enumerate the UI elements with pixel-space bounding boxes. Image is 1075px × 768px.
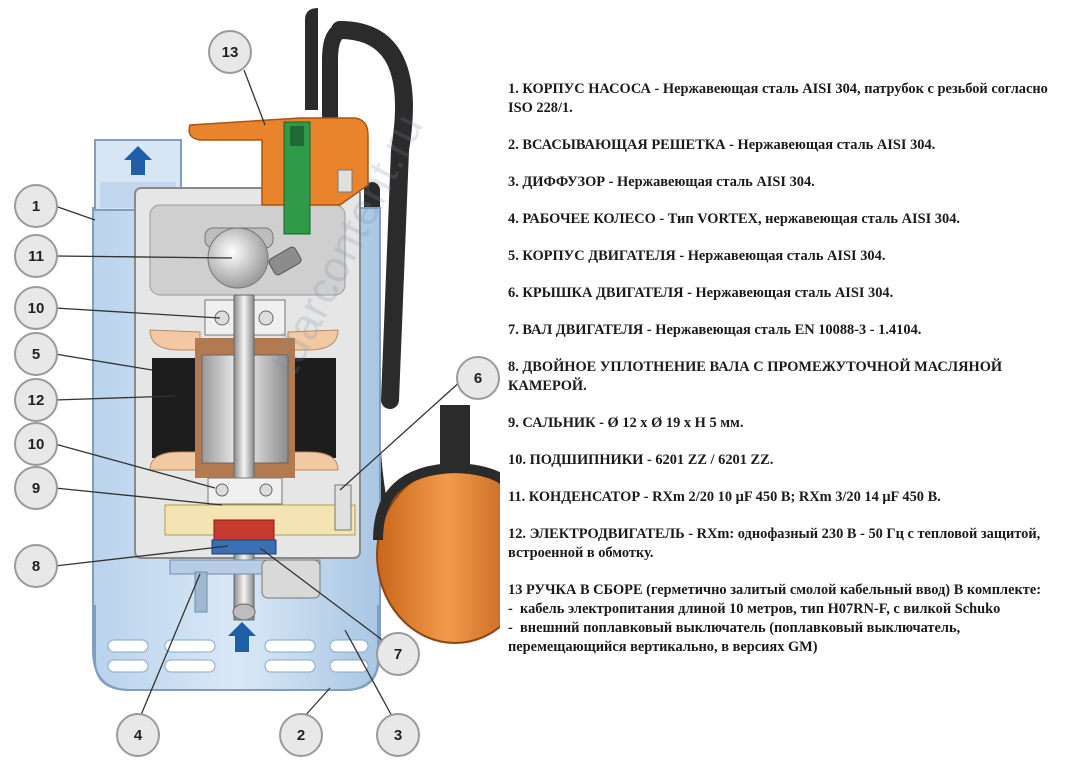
lower-bearing [207, 477, 283, 505]
inlet-flow-arrow [228, 622, 256, 652]
float-switch [373, 405, 500, 644]
spec-item-8: 8. ДВОЙНОЕ УПЛОТНЕНИЕ ВАЛА С ПРОМЕЖУТОЧН… [508, 359, 1003, 394]
svg-text:6: 6 [474, 370, 482, 387]
svg-text:8: 8 [32, 558, 40, 575]
spec-13-cable: -кабель электропитания длиной 10 метров,… [508, 600, 1063, 619]
svg-text:1: 1 [32, 198, 40, 215]
svg-text:12: 12 [28, 392, 45, 409]
dash-bullet: - [508, 620, 513, 636]
svg-text:9: 9 [32, 480, 40, 497]
callout-12: 12 [14, 378, 58, 422]
svg-text:11: 11 [28, 248, 44, 265]
callout-7: 7 [376, 632, 420, 676]
dash-bullet: - [508, 601, 513, 617]
capacitor [204, 227, 302, 289]
svg-text:10: 10 [28, 300, 45, 317]
oil-chamber [164, 504, 356, 555]
spec-13-title: 13 РУЧКА В СБОРЕ (герметично залитый смо… [508, 582, 1042, 598]
suction-grid [94, 605, 379, 691]
callout-11: 11 [14, 234, 58, 278]
outlet-flow-arrow [124, 146, 152, 175]
spec-item-3: 3. ДИФФУЗОР - Нержавеющая сталь AISI 304… [508, 174, 815, 190]
specification-list: 1. КОРПУС НАСОСА - Нержавеющая сталь AIS… [508, 80, 1063, 657]
svg-text:7: 7 [394, 646, 402, 663]
stator [149, 329, 339, 471]
svg-text:4: 4 [134, 727, 143, 744]
callout-10-upper: 10 [14, 286, 58, 330]
motor-cover [334, 169, 353, 531]
spec-13-float-text: внешний поплавковый выключатель (поплавк… [508, 620, 961, 655]
svg-text:5: 5 [32, 346, 40, 363]
spec-item-4: 4. РАБОЧЕЕ КОЛЕСО - Тип VORTEX, нержавею… [508, 211, 960, 227]
spec-item-7: 7. ВАЛ ДВИГАТЕЛЯ - Нержавеющая сталь EN … [508, 322, 922, 338]
spec-item-1: 1. КОРПУС НАСОСА - Нержавеющая сталь AIS… [508, 81, 1048, 116]
spec-item-10: 10. ПОДШИПНИКИ - 6201 ZZ / 6201 ZZ. [508, 452, 774, 468]
svg-text:10: 10 [28, 436, 45, 453]
callout-5: 5 [14, 332, 58, 376]
spec-item-9: 9. САЛЬНИК - Ø 12 x Ø 19 x H 5 мм. [508, 415, 744, 431]
callout-3: 3 [376, 713, 420, 757]
callout-1: 1 [14, 184, 58, 228]
spec-13-float: -внешний поплавковый выключатель (поплав… [508, 619, 1063, 657]
callout-9: 9 [14, 466, 58, 510]
spec-item-5: 5. КОРПУС ДВИГАТЕЛЯ - Нержавеющая сталь … [508, 248, 886, 264]
svg-text:3: 3 [394, 727, 402, 744]
callout-10-lower: 10 [14, 422, 58, 466]
spec-item-12: 12. ЭЛЕКТРОДВИГАТЕЛЬ - RXm: однофазный 2… [508, 526, 1041, 561]
svg-text:13: 13 [222, 44, 239, 61]
callout-2: 2 [279, 713, 323, 757]
leader-lines [54, 69, 463, 719]
handle-assembly [188, 117, 369, 235]
callout-8: 8 [14, 544, 58, 588]
spec-item-6: 6. КРЫШКА ДВИГАТЕЛЯ - Нержавеющая сталь … [508, 285, 894, 301]
spec-13-cable-text: кабель электропитания длиной 10 метров, … [520, 601, 1001, 617]
callout-6: 6 [456, 356, 500, 400]
svg-text:2: 2 [297, 727, 305, 744]
pump-cutaway-diagram: 13 1 11 10 5 12 10 9 8 6 7 4 2 3 [14, 8, 500, 757]
callout-4: 4 [116, 713, 160, 757]
spec-item-11: 11. КОНДЕНСАТОР - RXm 2/20 10 μF 450 В; … [508, 489, 941, 505]
spec-item-13: 13 РУЧКА В СБОРЕ (герметично залитый смо… [508, 581, 1063, 657]
impeller [169, 559, 321, 613]
callout-13: 13 [208, 30, 252, 74]
spec-item-2: 2. ВСАСЫВАЮЩАЯ РЕШЕТКА - Нержавеющая ста… [508, 137, 936, 153]
